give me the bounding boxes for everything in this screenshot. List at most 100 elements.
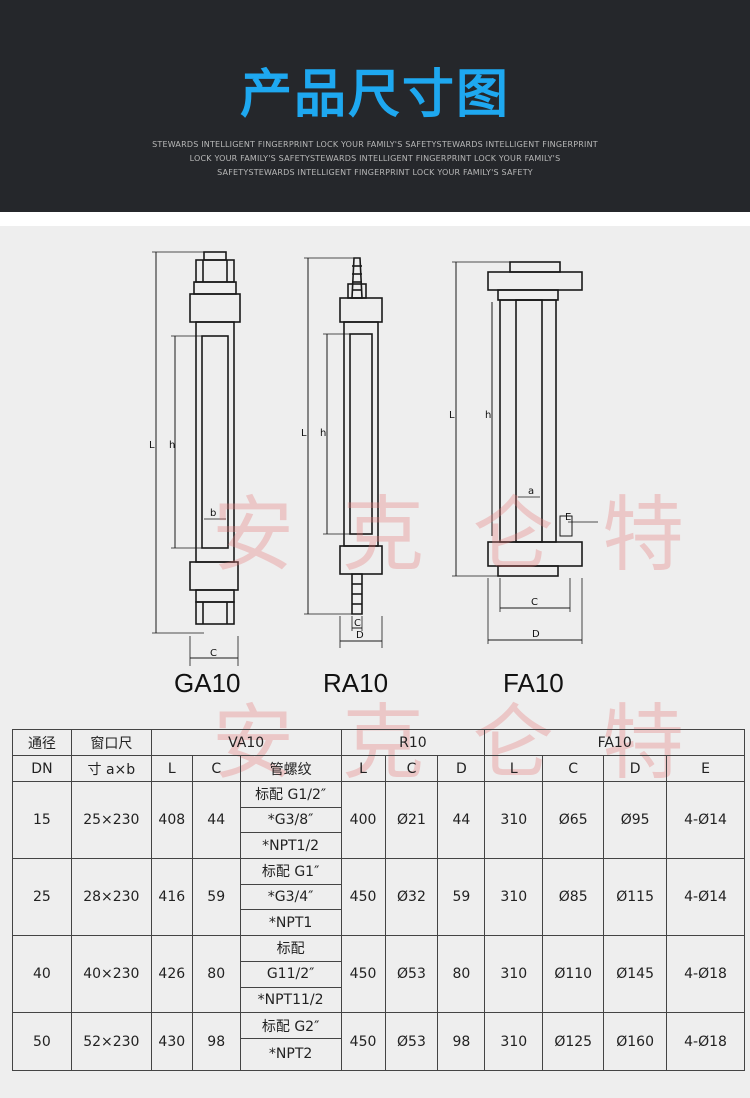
dim-label-c: C xyxy=(531,597,538,608)
col-header-va-l: L xyxy=(150,755,193,782)
col-header-thread: 管螺纹 xyxy=(239,755,342,782)
col-header-r-d: D xyxy=(437,755,486,782)
dimension-drawing: L h b C L h C D L h a E C D xyxy=(149,251,598,666)
table-row: 25 28×230 416 59 标配 G1″ 450 Ø32 59 310 Ø… xyxy=(12,858,745,937)
col-header-va10: VA10 xyxy=(150,729,342,756)
dim-label-l: L xyxy=(301,428,307,439)
col-header-fa-d: D xyxy=(603,755,668,782)
subtitle-line: STEWARDS INTELLIGENT FINGERPRINT LOCK YO… xyxy=(152,140,598,149)
cell-fa-d: Ø160 xyxy=(603,1012,668,1071)
col-header-fa10: FA10 xyxy=(484,729,745,756)
dim-label-c: C xyxy=(210,648,217,659)
cell-r-c: Ø53 xyxy=(384,935,439,1014)
col-header-bore: 通径 xyxy=(12,729,72,756)
dim-label-d: D xyxy=(356,630,364,641)
subtitle-line: LOCK YOUR FAMILY'S SAFETYSTEWARDS INTELL… xyxy=(189,154,561,163)
dim-label-l: L xyxy=(449,410,455,421)
cell-fa-e: 4-Ø18 xyxy=(666,1012,745,1071)
model-label-fa10: FA10 xyxy=(503,668,564,698)
cell-thread: G11/2″ xyxy=(239,961,342,988)
dim-label-b: b xyxy=(210,508,216,519)
cell-fa-d: Ø145 xyxy=(603,935,668,1014)
cell-fa-d: Ø95 xyxy=(603,780,668,860)
cell-thread: *G3/4″ xyxy=(239,883,342,911)
cell-window: 40×230 xyxy=(70,935,152,1014)
header-banner: 产品尺寸图 STEWARDS INTELLIGENT FINGERPRINT L… xyxy=(0,0,750,212)
cell-fa-e: 4-Ø14 xyxy=(666,780,745,860)
ra10-drawing xyxy=(304,257,383,648)
col-header-fa-e: E xyxy=(666,755,745,782)
cell-window: 52×230 xyxy=(70,1012,152,1071)
col-header-fa-l: L xyxy=(484,755,544,782)
col-header-r-l: L xyxy=(340,755,386,782)
cell-va-c: 59 xyxy=(191,858,241,937)
cell-dn: 40 xyxy=(12,935,72,1014)
fa10-drawing xyxy=(452,261,598,644)
table-row: *NPT2 xyxy=(13,1037,745,1071)
col-header-dn: DN xyxy=(12,755,72,782)
cell-fa-c: Ø85 xyxy=(542,858,605,937)
cell-fa-l: 310 xyxy=(484,935,544,1014)
cell-r-l: 450 xyxy=(340,1012,386,1071)
cell-thread: *NPT1/2 xyxy=(239,832,342,860)
col-header-r-c: C xyxy=(384,755,439,782)
table-row: *G3/8″ xyxy=(13,806,745,834)
cell-fa-l: 310 xyxy=(484,780,544,860)
ga10-drawing xyxy=(152,251,241,666)
cell-r-c: Ø53 xyxy=(384,1012,439,1071)
cell-r-d: 59 xyxy=(437,858,486,937)
cell-window: 25×230 xyxy=(70,780,152,860)
cell-fa-e: 4-Ø14 xyxy=(666,858,745,937)
cell-va-l: 430 xyxy=(150,1012,193,1071)
dim-label-c: C xyxy=(354,618,361,629)
cell-thread: 标配 G2″ xyxy=(239,1012,342,1039)
cell-dn: 15 xyxy=(12,780,72,860)
col-header-fa-c: C xyxy=(542,755,605,782)
cell-fa-l: 310 xyxy=(484,1012,544,1071)
col-header-r10: R10 xyxy=(340,729,486,756)
dim-label-h: h xyxy=(320,428,326,439)
table-header-row: 通径 窗口尺 VA10 R10 FA10 xyxy=(12,729,745,756)
cell-va-l: 416 xyxy=(150,858,193,937)
cell-r-d: 80 xyxy=(437,935,486,1014)
cell-thread: *NPT1 xyxy=(239,909,342,937)
col-header-va-c: C xyxy=(191,755,241,782)
dim-label-d: D xyxy=(532,629,540,640)
cell-thread: 标配 G1″ xyxy=(239,858,342,885)
cell-r-d: 44 xyxy=(437,780,486,860)
page-title: 产品尺寸图 xyxy=(239,65,510,125)
cell-window: 28×230 xyxy=(70,858,152,937)
table-row: *NPT11/2 xyxy=(13,986,745,1014)
cell-r-c: Ø32 xyxy=(384,858,439,937)
cell-va-c: 44 xyxy=(191,780,241,860)
table-row: 50 52×230 430 98 标配 G2″ 450 Ø53 98 310 Ø… xyxy=(12,1012,745,1071)
col-header-window-dim: 寸 a×b xyxy=(70,755,152,782)
cell-va-c: 98 xyxy=(191,1012,241,1071)
model-label-ga10: GA10 xyxy=(174,668,241,698)
cell-r-l: 450 xyxy=(340,935,386,1014)
cell-thread: *G3/8″ xyxy=(239,806,342,834)
cell-fa-c: Ø65 xyxy=(542,780,605,860)
cell-dn: 25 xyxy=(12,858,72,937)
cell-r-d: 98 xyxy=(437,1012,486,1071)
spec-table: 通径 窗口尺 VA10 R10 FA10 DN 寸 a×b L C 管螺纹 L … xyxy=(12,729,745,1071)
cell-thread: *NPT2 xyxy=(239,1037,342,1071)
table-row: 40 40×230 426 80 标配 450 Ø53 80 310 Ø110 … xyxy=(12,935,745,1014)
subtitle-line: SAFETYSTEWARDS INTELLIGENT FINGERPRINT L… xyxy=(217,168,533,177)
cell-thread: 标配 xyxy=(239,935,342,962)
table-row: *G3/4″ xyxy=(13,883,745,911)
dim-label-h: h xyxy=(485,410,491,421)
dim-label-h: h xyxy=(169,440,175,451)
divider xyxy=(0,212,750,226)
table-row: 15 25×230 408 44 标配 G1/2″ 400 Ø21 44 310… xyxy=(12,780,745,860)
cell-r-c: Ø21 xyxy=(384,780,439,860)
cell-thread: *NPT11/2 xyxy=(239,986,342,1014)
cell-r-l: 400 xyxy=(340,780,386,860)
cell-fa-e: 4-Ø18 xyxy=(666,935,745,1014)
col-header-window: 窗口尺 xyxy=(70,729,152,756)
cell-va-l: 408 xyxy=(150,780,193,860)
header-subtitle: STEWARDS INTELLIGENT FINGERPRINT LOCK YO… xyxy=(150,138,600,180)
dim-label-e: E xyxy=(565,512,571,523)
table-row: G11/2″ xyxy=(13,961,745,988)
dim-label-l: L xyxy=(149,440,155,451)
